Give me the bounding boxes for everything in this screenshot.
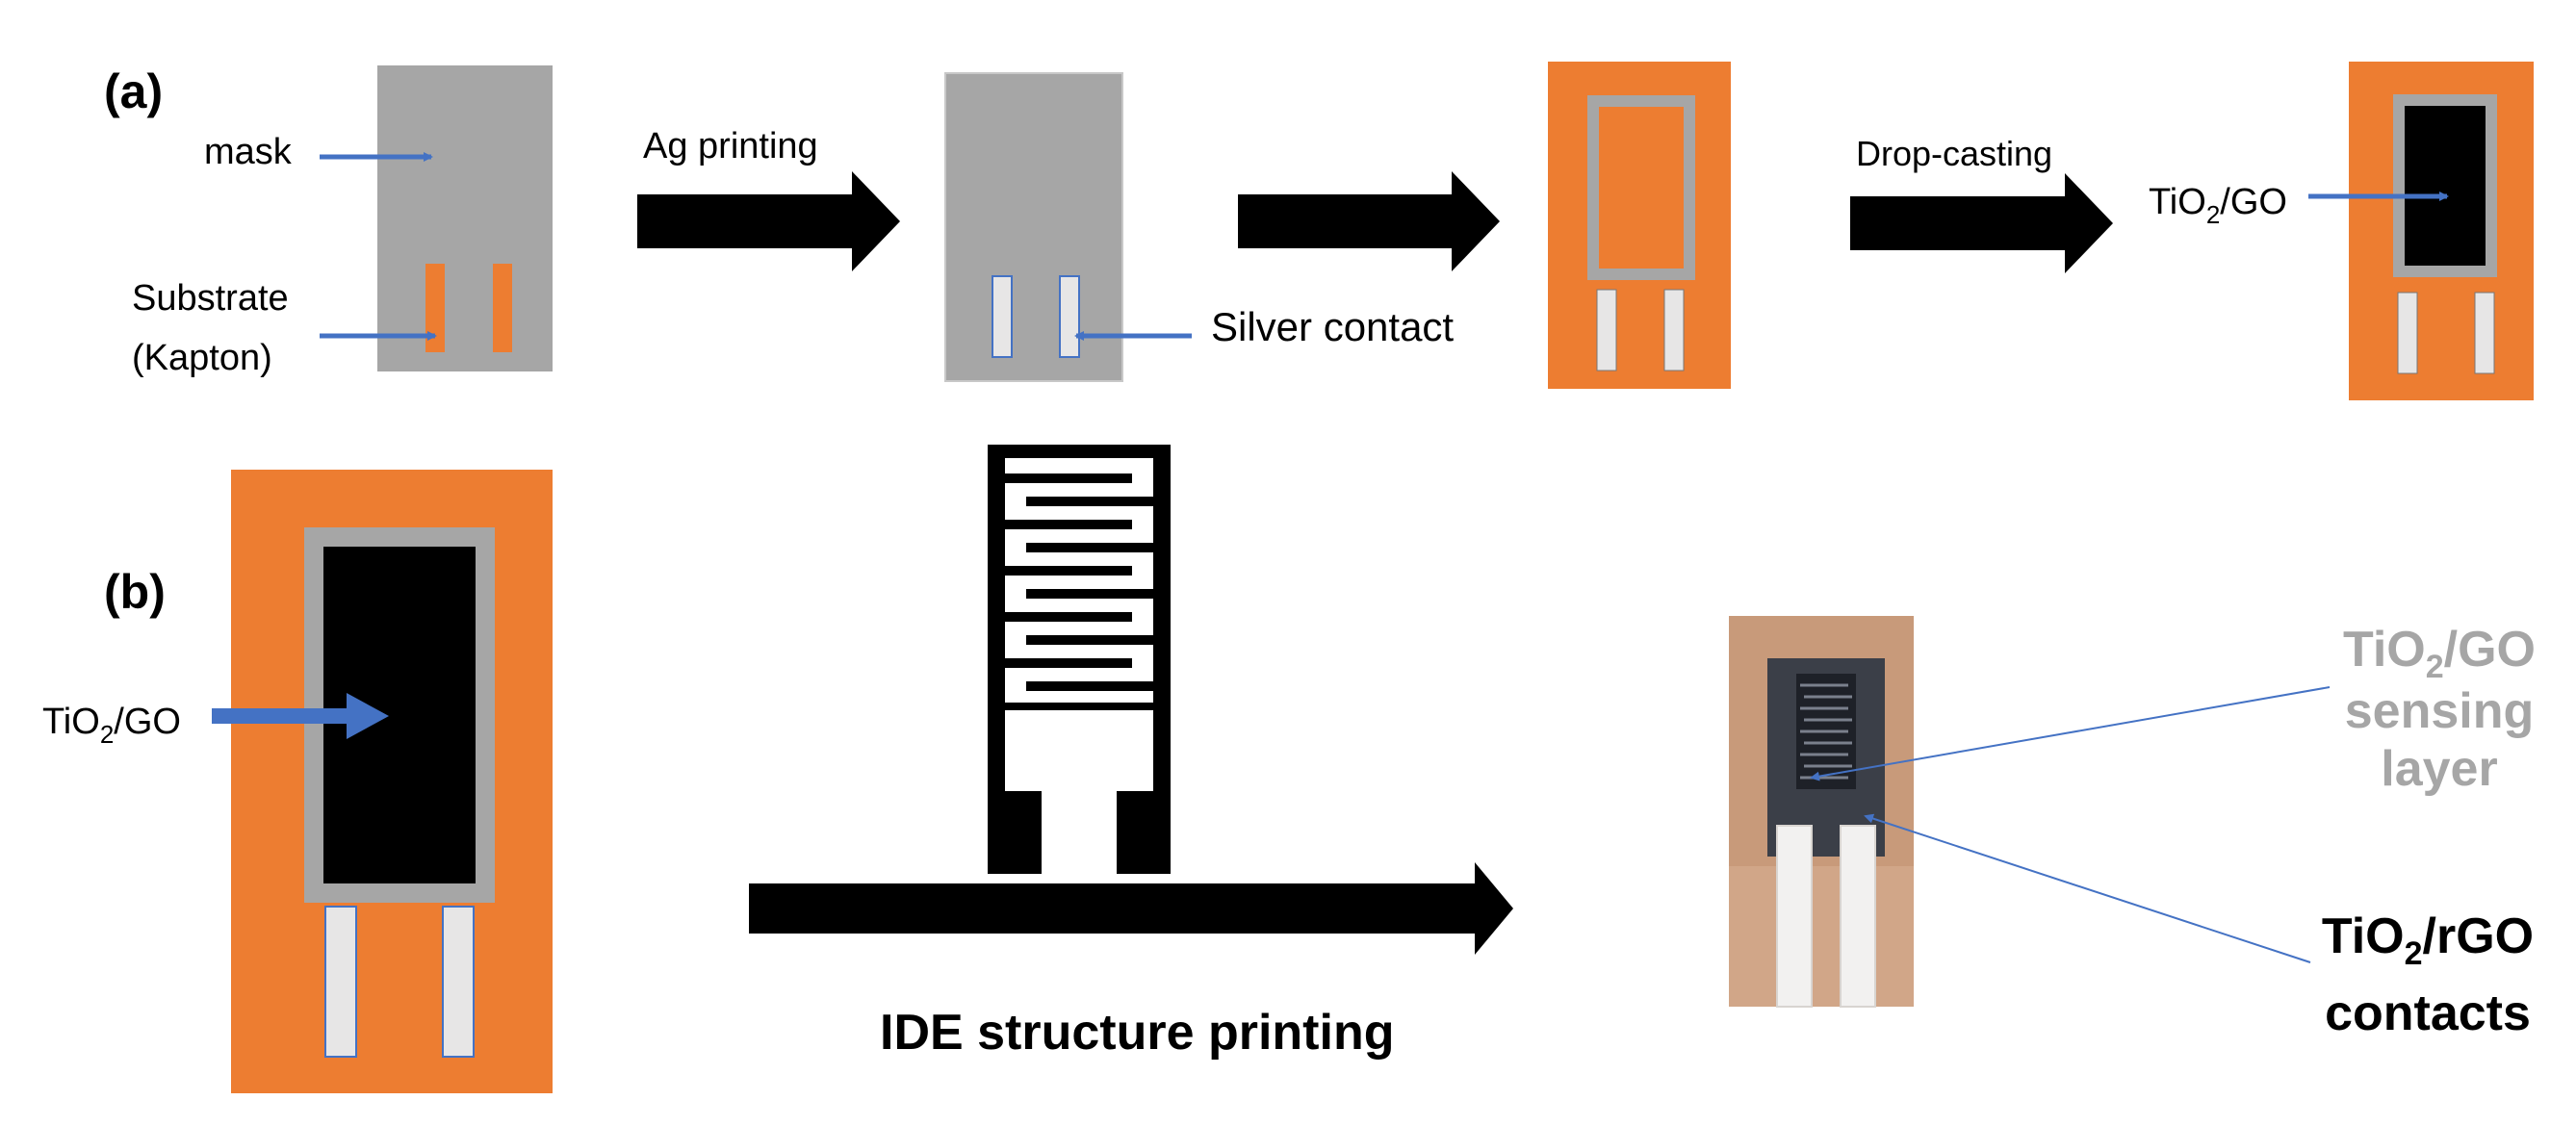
tio2-go-pointer-arrow-b [212, 693, 389, 739]
ide-finger [1005, 658, 1132, 668]
substrate-label-line2: (Kapton) [132, 338, 272, 378]
mask-removal-arrow [1238, 171, 1500, 271]
tio2-go-label-b: TiO2/GO [42, 702, 181, 749]
sensor-with-tio2-go [2349, 62, 2534, 400]
ide-finger [1026, 681, 1153, 691]
photo-contact-left [1776, 825, 1813, 1008]
ide-finger [1026, 589, 1153, 599]
mask-label: mask [204, 132, 293, 172]
ide-printing-label: IDE structure printing [880, 1005, 1394, 1061]
ide-finger [1026, 635, 1153, 645]
contact-right-large [442, 906, 475, 1058]
panel-a-label: (a) [104, 64, 163, 118]
tio2-go-label-a: TiO2/GO [2149, 182, 2287, 229]
ag-printing-label: Ag printing [643, 126, 818, 166]
contact-left-large [324, 906, 357, 1058]
panel-b: (b) TiO2/GO IDE structure printing [42, 445, 2536, 1093]
ide-pad-right [1117, 791, 1171, 874]
panel-b-label: (b) [104, 565, 166, 619]
contacts-label-line1: TiO2/rGO [2322, 908, 2534, 972]
ide-pad-left [988, 791, 1042, 874]
photo-contact-right [1840, 825, 1876, 1008]
substrate-opening-right [493, 264, 512, 352]
ide-finger [1005, 473, 1132, 483]
ide-structure [988, 445, 1171, 874]
ag-frame [1587, 95, 1695, 280]
mask-with-silver-contacts [944, 72, 1123, 382]
substrate-label-line1: Substrate [132, 278, 289, 319]
contacts-label-line2: contacts [2325, 985, 2531, 1041]
ide-left-bus [988, 445, 1005, 793]
ide-right-bus [1153, 445, 1171, 793]
substrate-with-ag-pattern [1548, 62, 1731, 389]
silver-contact-right [1059, 275, 1080, 358]
contact-right-3 [1663, 289, 1685, 371]
sensing-layer-label-line2: sensing [2345, 683, 2535, 739]
drop-casting-arrow [1850, 173, 2113, 273]
contact-left-3 [1596, 289, 1617, 371]
ag-printing-arrow [637, 171, 900, 271]
ide-printing-arrow [749, 862, 1513, 955]
ide-finger [1026, 543, 1153, 552]
ide-finger [1005, 520, 1132, 529]
tio2-go-film-a [2405, 106, 2486, 266]
ide-finger [1005, 612, 1132, 622]
silver-contact-label: Silver contact [1211, 304, 1454, 349]
ide-finger [1026, 497, 1153, 506]
substrate-opening-left [425, 264, 445, 352]
sensor-photo [1729, 616, 1914, 1008]
mask-sheet-2 [944, 72, 1123, 382]
panel-a: (a) mask Substrate (Kapton) Ag printing … [104, 62, 2534, 400]
large-sensor [231, 470, 553, 1093]
ide-finger [1005, 703, 1171, 710]
mask-with-substrate [377, 65, 553, 371]
drop-casting-label: Drop-casting [1856, 134, 2052, 173]
kapton-substrate-3 [1548, 62, 1731, 389]
sensing-layer-callout-line [1810, 686, 2331, 781]
ide-top-bar [988, 445, 1171, 458]
silver-contact-left [992, 275, 1013, 358]
contact-left-4 [2397, 292, 2418, 374]
photo-lighter-band [1729, 866, 1914, 1007]
ide-finger [1005, 566, 1132, 576]
sensing-layer-label-line3: layer [2381, 741, 2497, 797]
contact-right-4 [2474, 292, 2495, 374]
mask-sheet [377, 65, 553, 371]
contacts-callout-line [1864, 813, 2311, 963]
sensing-layer-label-line1: TiO2/GO [2343, 622, 2536, 685]
